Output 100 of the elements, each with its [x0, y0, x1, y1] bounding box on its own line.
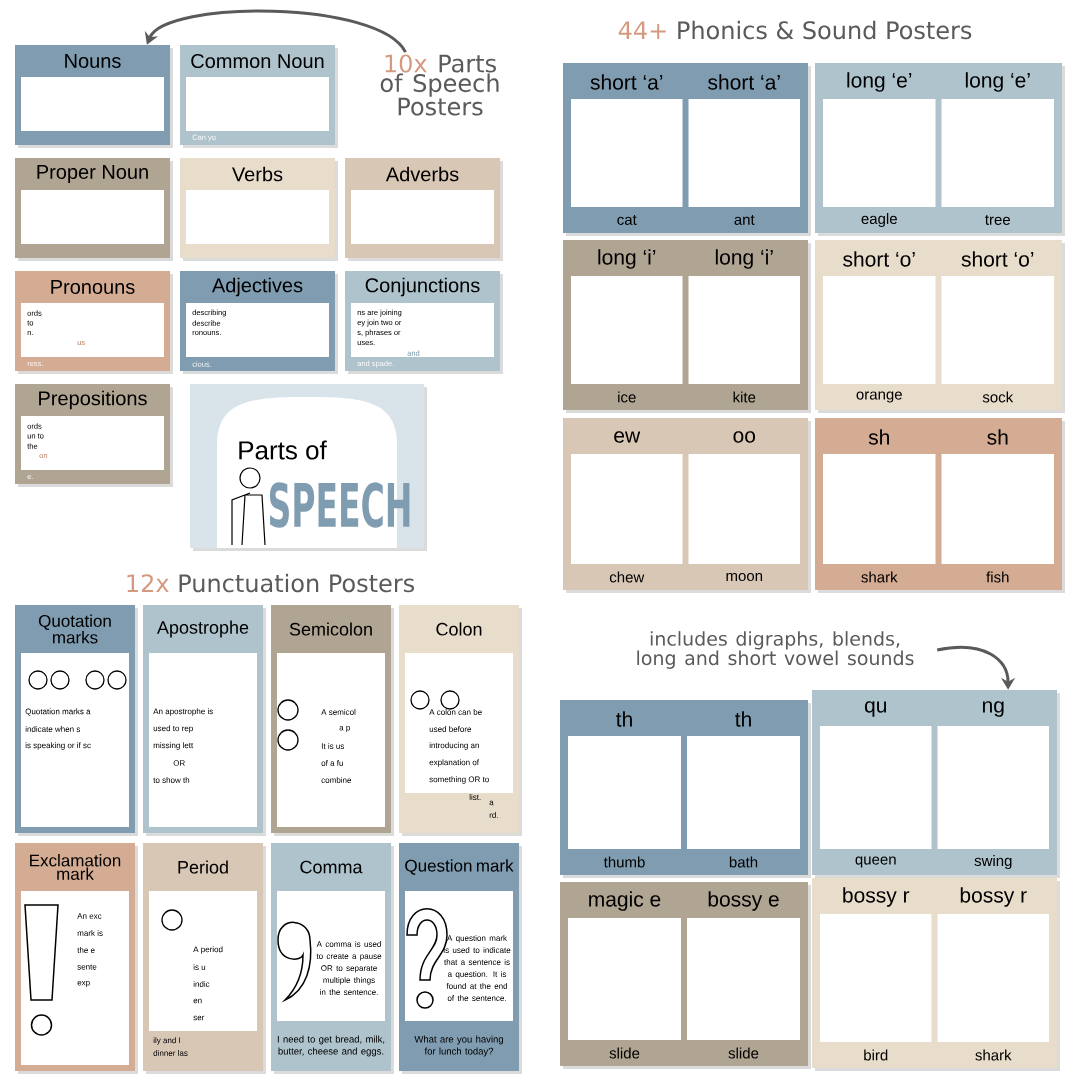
- phonics-poster: [815, 240, 1065, 413]
- punctuation-poster: [15, 605, 138, 836]
- poster: [180, 45, 338, 148]
- word-label: fish: [986, 571, 1009, 583]
- poster-text: to show th: [153, 777, 190, 783]
- sound-heading: bossy r: [960, 887, 1027, 907]
- poster-text: indicate when s: [25, 726, 81, 732]
- poster-text: is u: [193, 964, 206, 970]
- poster-text: A comma is used to create a pause OR to separate multiple things in the sentence.: [316, 941, 382, 995]
- sound-heading: long ‘i’: [715, 249, 773, 269]
- poster-text: en: [193, 998, 202, 1004]
- poster-text: explanation of: [429, 759, 479, 767]
- heading: 44+ Phonics & Sound Posters: [618, 20, 972, 40]
- word-label: ice: [618, 391, 636, 403]
- poster-text: combine: [321, 777, 352, 783]
- poster-text: rd.: [489, 812, 498, 818]
- caption-text: includes digraphs, blends, long and short vowel sounds: [637, 631, 914, 669]
- poster-title: Apostrophe: [157, 620, 249, 638]
- poster-title: Exclamation mark: [30, 854, 121, 880]
- word-label: thumb: [603, 856, 645, 868]
- poster-title: Prepositions: [39, 390, 147, 410]
- poster-text: An exc: [77, 913, 102, 919]
- word-label: tree: [985, 215, 1010, 225]
- word-label: moon: [726, 572, 763, 582]
- punctuation-poster: [143, 605, 266, 836]
- poster-text: a: [489, 800, 494, 806]
- poster: [15, 384, 173, 487]
- poster-text: A colon can be: [429, 709, 482, 715]
- punctuation-poster: [15, 843, 138, 1074]
- poster: [15, 45, 173, 148]
- poster-text: ser: [193, 1015, 205, 1021]
- phonics-poster: [563, 63, 811, 236]
- poster-title: Question mark: [405, 859, 514, 875]
- poster-text: A question mark is used to indicate that a sentence is a question. It is found at the end of the sentence.: [443, 935, 511, 1001]
- word-label: sock: [982, 391, 1014, 403]
- poster-text: something OR to: [429, 776, 489, 784]
- sound-heading: short ‘a’: [590, 74, 663, 90]
- phonics-poster: [563, 240, 811, 413]
- sound-heading: long ‘e’: [965, 72, 1030, 92]
- sound-heading: th: [735, 711, 751, 727]
- poster-text: mark is: [77, 930, 103, 936]
- poster: [15, 271, 173, 374]
- sound-heading: bossy r: [843, 887, 910, 907]
- word-label: ant: [734, 215, 755, 225]
- poster-title: Conjunctions: [365, 277, 480, 297]
- caption-text: 10x Parts of Speech Posters: [380, 54, 499, 116]
- cover-title: Parts of: [239, 440, 327, 460]
- punctuation-poster: [271, 843, 394, 1074]
- word-label: kite: [733, 391, 756, 403]
- poster-title: Semicolon: [289, 622, 372, 636]
- poster-text: A period: [193, 946, 223, 954]
- cover-title: SPEECH: [269, 482, 410, 528]
- word-label: cat: [617, 215, 637, 225]
- sound-heading: short ‘o’: [843, 251, 915, 267]
- poster-text: I need to get bread, milk, butter, cheese and eggs.: [277, 1035, 385, 1057]
- phonics-poster: [815, 63, 1065, 236]
- poster-title: Comma: [300, 860, 363, 874]
- sound-heading: th: [616, 711, 632, 727]
- poster: [180, 271, 338, 374]
- word-label: slide: [728, 1047, 759, 1059]
- poster-text: sente: [77, 964, 97, 970]
- word-label: shark: [975, 1049, 1012, 1061]
- sound-heading: short ‘o’: [961, 251, 1034, 267]
- poster-text: What are you having for lunch today?: [414, 1035, 503, 1057]
- word-label: shark: [861, 571, 898, 583]
- poster-text: used before: [429, 726, 472, 732]
- sound-heading: ew: [614, 431, 641, 443]
- phonics-poster: [815, 418, 1065, 593]
- word-label: swing: [974, 855, 1012, 869]
- poster-text: dinner las: [153, 1050, 188, 1056]
- sound-heading: long ‘i’: [598, 249, 656, 269]
- cover-poster: [190, 384, 427, 551]
- poster-text: A semicol: [321, 709, 356, 715]
- poster-title: Common Noun: [191, 53, 324, 69]
- poster-title: Verbs: [232, 166, 283, 182]
- word-label: chew: [609, 571, 645, 583]
- poster-text: missing lett: [153, 742, 194, 750]
- poster: [345, 158, 503, 261]
- poster-text: list.: [469, 794, 481, 800]
- poster-title: Period: [178, 860, 228, 874]
- heading: 12x Punctuation Posters: [127, 573, 414, 593]
- poster-title: Adverbs: [385, 166, 459, 182]
- punctuation-poster: [399, 843, 522, 1074]
- poster-text: the e: [77, 947, 95, 953]
- word-label: bird: [864, 1049, 888, 1061]
- punctuation-poster: [271, 605, 394, 836]
- word-label: bath: [729, 856, 758, 868]
- poster-title: Nouns: [65, 54, 121, 68]
- poster-text: Quotation marks a: [25, 708, 91, 716]
- poster-title: Pronouns: [51, 280, 135, 294]
- punctuation-poster: [399, 605, 522, 836]
- phonics-poster: [563, 418, 811, 593]
- sound-heading: short ‘a’: [708, 74, 780, 90]
- poster-text: a p: [339, 726, 350, 732]
- poster: [345, 271, 503, 374]
- poster-text: used to rep: [153, 725, 193, 733]
- sound-heading: bossy e: [708, 891, 779, 911]
- poster: [15, 158, 173, 261]
- phonics-poster: [560, 882, 811, 1069]
- poster-title: Colon: [436, 622, 482, 636]
